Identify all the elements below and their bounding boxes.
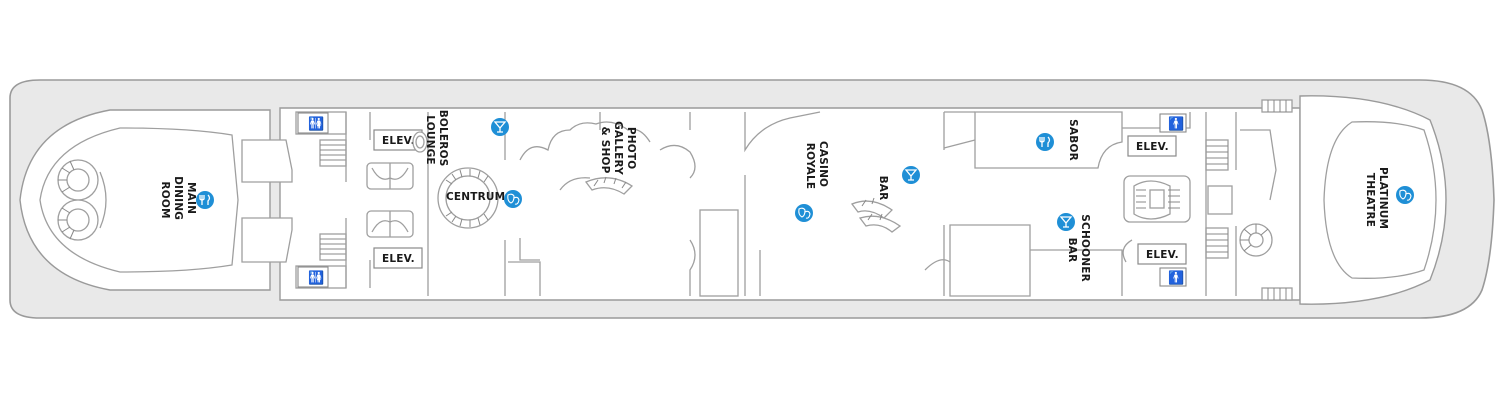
restroom-fwd-upper: 🚻 — [297, 112, 329, 134]
masks-icon[interactable] — [1396, 186, 1414, 204]
sabor-label: SABOR — [1067, 119, 1079, 161]
elevator-aft-lower[interactable] — [1137, 243, 1187, 265]
fwd-stair-steps-upper — [319, 139, 347, 167]
masks-icon[interactable] — [795, 204, 813, 222]
masks-icon[interactable] — [504, 190, 522, 208]
cocktail-glass-icon[interactable] — [902, 166, 920, 184]
fwd-stair-steps-lower — [319, 233, 347, 261]
photo-gallery-label: PHOTO GALLERY & SHOP — [599, 121, 637, 179]
fork-knife-icon[interactable] — [196, 191, 214, 209]
platinum-theatre-label: PLATINUM THEATRE — [1364, 167, 1389, 233]
aft-atrium-stair — [1123, 175, 1191, 223]
glass-elevators — [366, 131, 428, 238]
restroom-icon: 🚹 — [1168, 270, 1184, 286]
cocktail-glass-icon[interactable] — [1057, 213, 1075, 231]
casino-bar-stair — [850, 197, 902, 233]
fwd-stair-lower — [241, 217, 293, 263]
aft-stair-lower — [1205, 227, 1229, 259]
elevator-fwd-lower[interactable] — [373, 247, 423, 269]
main-dining-room-label: MAIN DINING ROOM — [159, 176, 197, 224]
schooner-bar-label: SCHOONER BAR — [1066, 214, 1091, 285]
aft-spiral-stair — [1239, 223, 1273, 257]
centrum-label: CENTRUM — [446, 191, 505, 203]
aft-stair-upper — [1205, 139, 1229, 171]
aft-service-room — [1207, 185, 1233, 215]
restroom-aft-lower: 🚹 — [1159, 267, 1187, 287]
fork-knife-icon[interactable] — [1036, 133, 1054, 151]
dining-spiral-stair — [57, 159, 107, 241]
fwd-stair-upper — [241, 139, 293, 183]
bar-label: BAR — [877, 176, 889, 201]
photo-gallery-walls — [519, 121, 696, 179]
elevator-aft-upper[interactable] — [1127, 135, 1177, 157]
cocktail-glass-icon[interactable] — [491, 118, 509, 136]
gallery-stair — [584, 176, 634, 195]
elevator-fwd-lower-label: ELEV. — [382, 253, 415, 265]
restroom-icon: 🚻 — [308, 270, 324, 286]
restroom-aft-upper: 🚹 — [1159, 113, 1187, 133]
stern-steps — [1261, 99, 1293, 301]
centrum-atrium — [437, 167, 499, 229]
theatre-inner — [1323, 121, 1437, 279]
boleros-lounge-label: BOLEROS LOUNGE — [424, 110, 449, 171]
restroom-icon: 🚹 — [1168, 116, 1184, 132]
elevator-aft-lower-label: ELEV. — [1146, 249, 1179, 261]
restroom-icon: 🚻 — [308, 116, 324, 132]
elevator-fwd-upper-label: ELEV. — [382, 135, 415, 147]
aft-lower-room — [949, 224, 1031, 297]
restroom-fwd-lower: 🚻 — [297, 266, 329, 288]
casino-royale-label: CASINO ROYALE — [804, 141, 829, 191]
elevator-aft-upper-label: ELEV. — [1136, 141, 1169, 153]
aft-gallery-room — [699, 209, 739, 297]
